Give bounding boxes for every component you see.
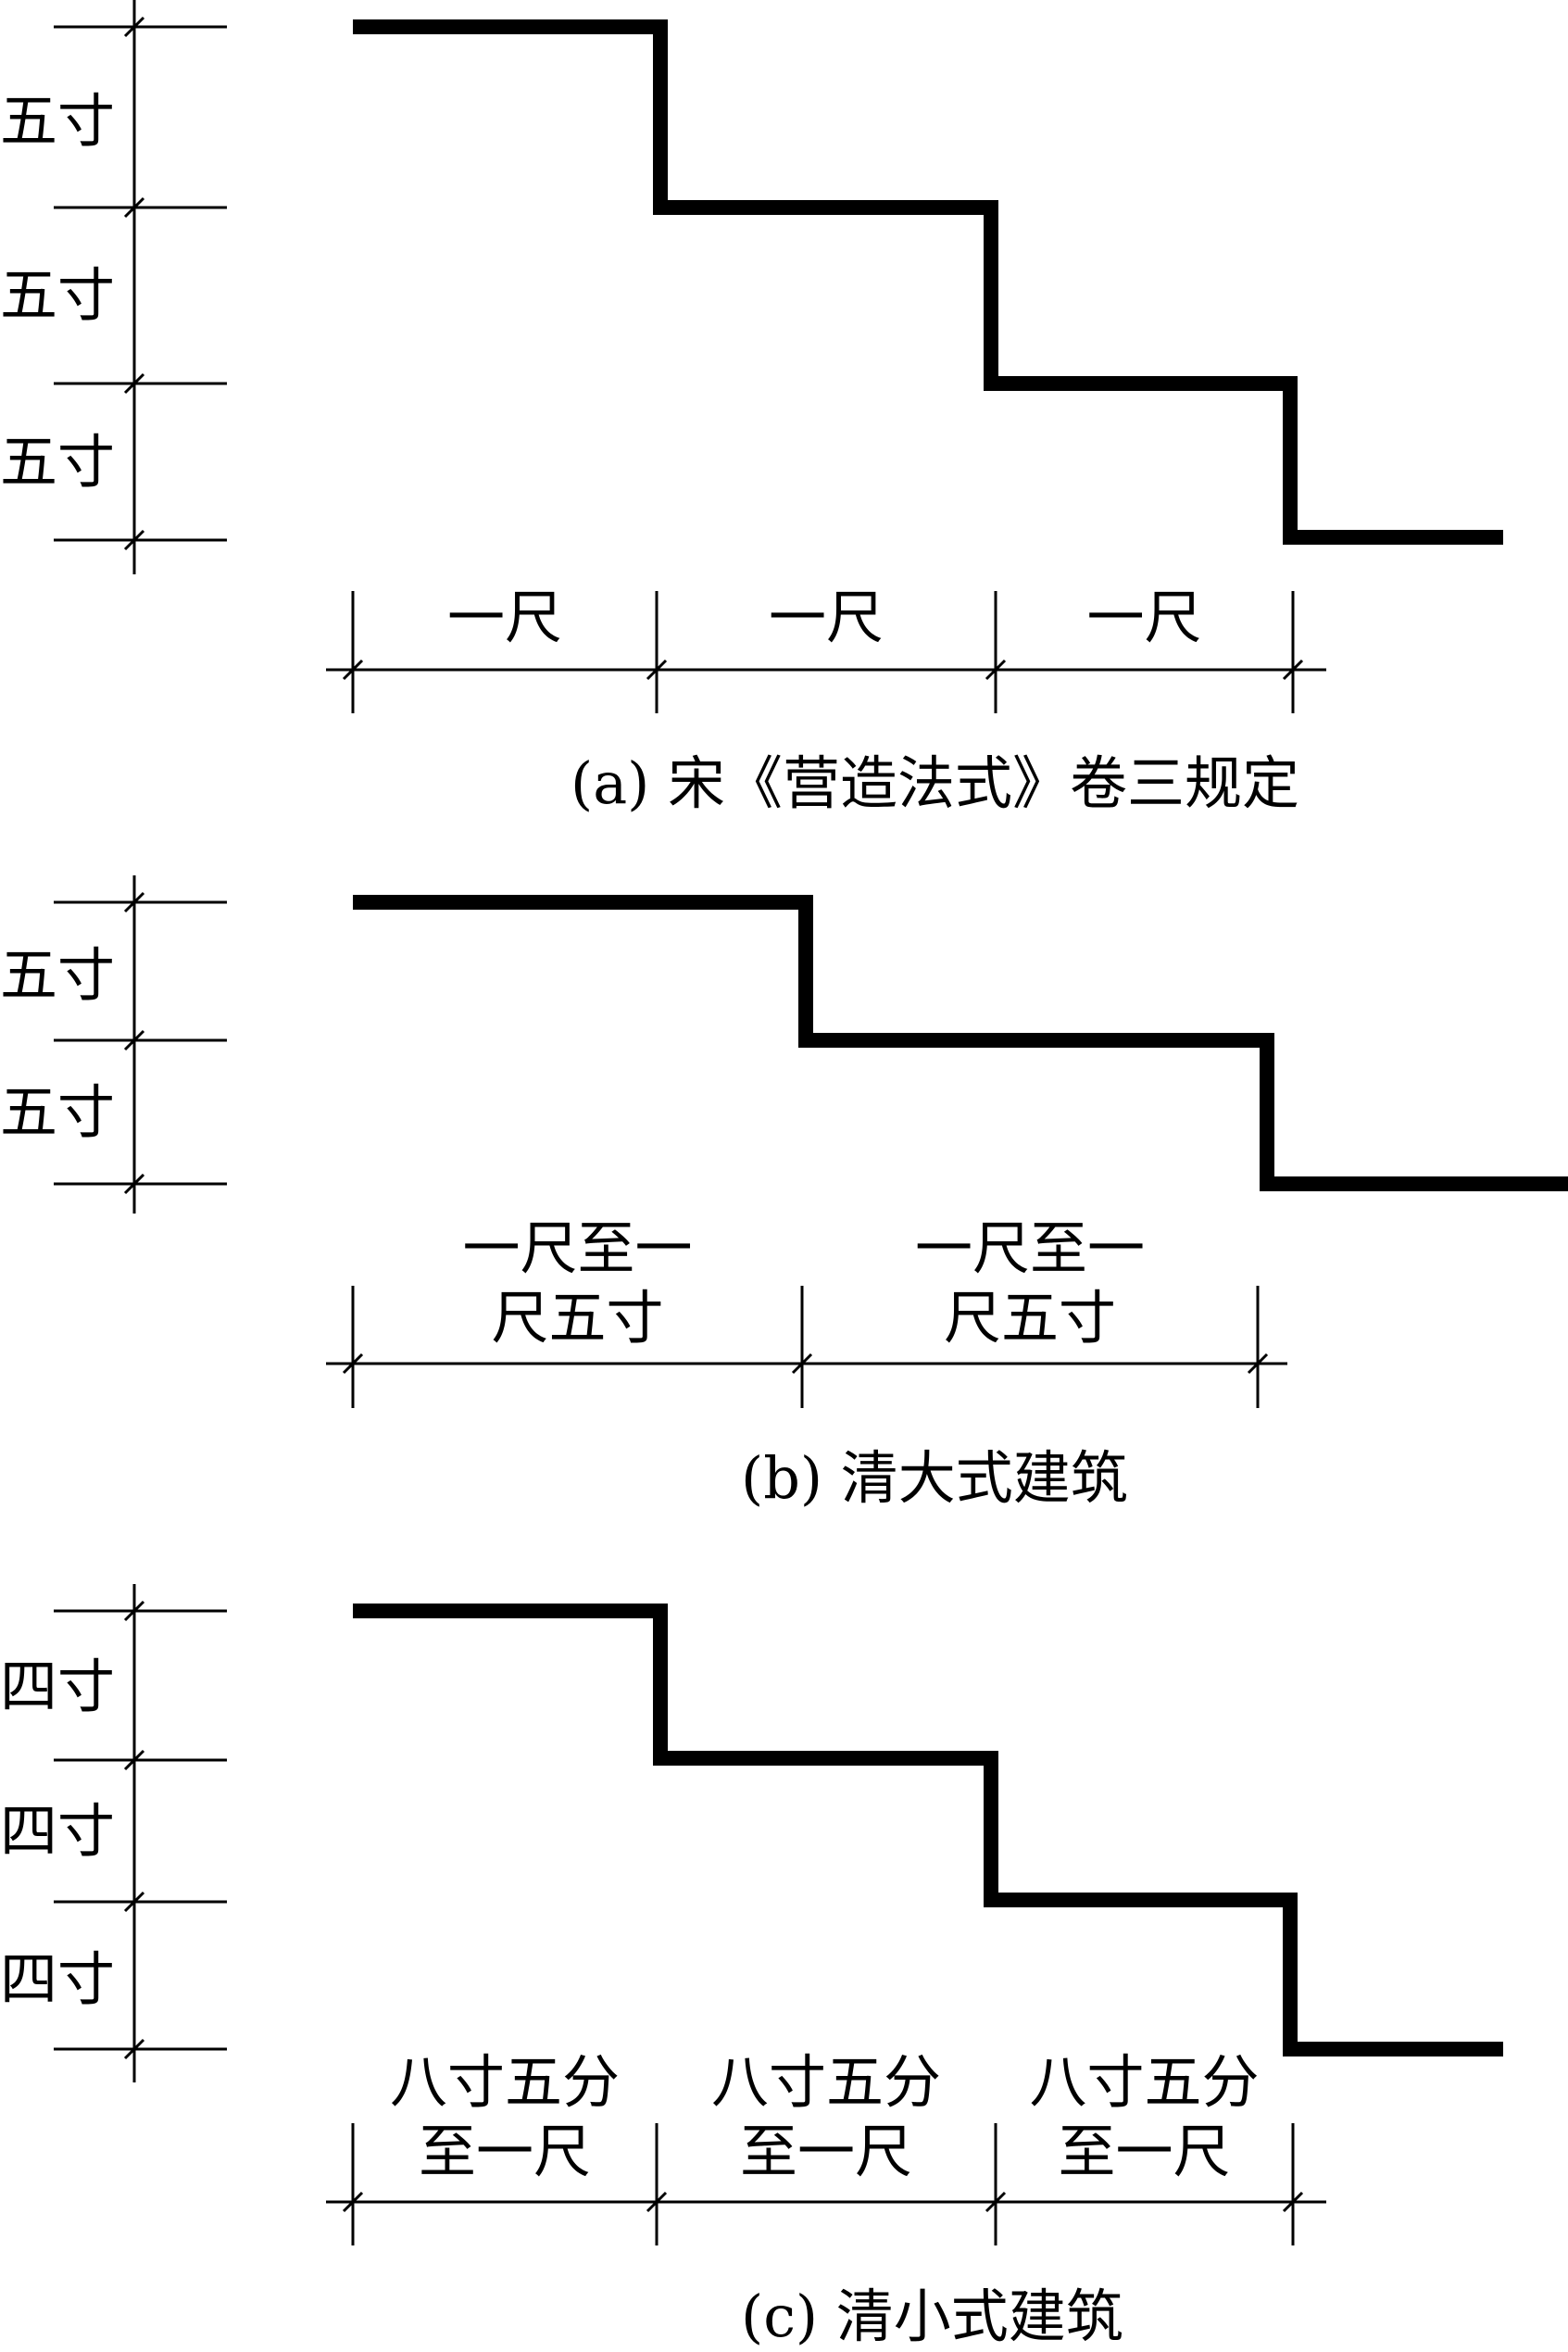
panel-c-tread-label-1: 八寸五分 至一尺 <box>353 2047 657 2186</box>
panel-b-drawing <box>54 875 1568 1408</box>
panel-a-horizontal-ticks <box>342 591 1304 713</box>
panel-c-stair-profile <box>353 1604 1503 2056</box>
panel-b-riser-label-2: 五寸 <box>0 1078 116 1146</box>
panel-a-tread-label-1: 一尺 <box>446 584 562 651</box>
panel-b-tread-label-1-line-1: 一尺至一 <box>462 1214 693 1282</box>
panel-b-riser-label-1: 五寸 <box>0 941 116 1009</box>
panel-a-riser-label-1: 五寸 <box>0 87 116 155</box>
panel-a-drawing <box>54 0 1503 713</box>
panel-b-tread-label-1-line-2: 尺五寸 <box>491 1284 664 1352</box>
panel-b-tread-label-1: 一尺至一 尺五寸 <box>353 1214 802 1352</box>
panel-a-vertical-ticks <box>54 16 227 551</box>
panel-a-tread-label-3: 一尺 <box>1086 584 1202 651</box>
panel-a-riser-label-2: 五寸 <box>0 261 116 329</box>
panel-c-riser-label-3: 四寸 <box>0 1945 116 2013</box>
panel-c-tread-label-2-line-1: 八寸五分 <box>710 2048 941 2116</box>
panel-c-tread-label-1-line-2: 至一尺 <box>418 2118 591 2185</box>
panel-b-horizontal-ticks <box>342 1286 1269 1408</box>
panel-a-riser-label-3: 五寸 <box>0 428 116 496</box>
panel-c-tread-label-3-line-2: 至一尺 <box>1058 2118 1231 2185</box>
panel-a-caption: (a) 宋《营造法式》卷三规定 <box>571 749 1300 817</box>
panel-c-tread-label-1-line-1: 八寸五分 <box>389 2048 620 2116</box>
panel-b-tread-label-2-line-2: 尺五寸 <box>943 1284 1116 1352</box>
panel-b-caption: (b) 清大式建筑 <box>741 1444 1128 1512</box>
panel-b-tread-label-2: 一尺至一 尺五寸 <box>802 1214 1258 1352</box>
panel-c-tread-label-3-line-1: 八寸五分 <box>1029 2048 1260 2116</box>
panel-a-tread-label-2: 一尺 <box>768 584 884 651</box>
panel-c-riser-label-2: 四寸 <box>0 1797 116 1865</box>
panel-c-vertical-ticks <box>54 1600 227 2060</box>
panel-b-vertical-ticks <box>54 891 227 1195</box>
panel-c-caption: (c) 清小式建筑 <box>741 2283 1123 2350</box>
panel-b-stair-profile <box>353 895 1568 1191</box>
panel-a-stair-profile <box>353 19 1503 545</box>
panel-c-tread-label-2-line-2: 至一尺 <box>739 2118 912 2185</box>
panel-c-drawing <box>54 1584 1503 2245</box>
panel-c-tread-label-3: 八寸五分 至一尺 <box>996 2047 1293 2186</box>
panel-c-riser-label-1: 四寸 <box>0 1653 116 1720</box>
panel-c-horizontal-ticks <box>342 2123 1304 2245</box>
panel-b-tread-label-2-line-1: 一尺至一 <box>914 1214 1145 1282</box>
panel-c-tread-label-2: 八寸五分 至一尺 <box>657 2047 996 2186</box>
